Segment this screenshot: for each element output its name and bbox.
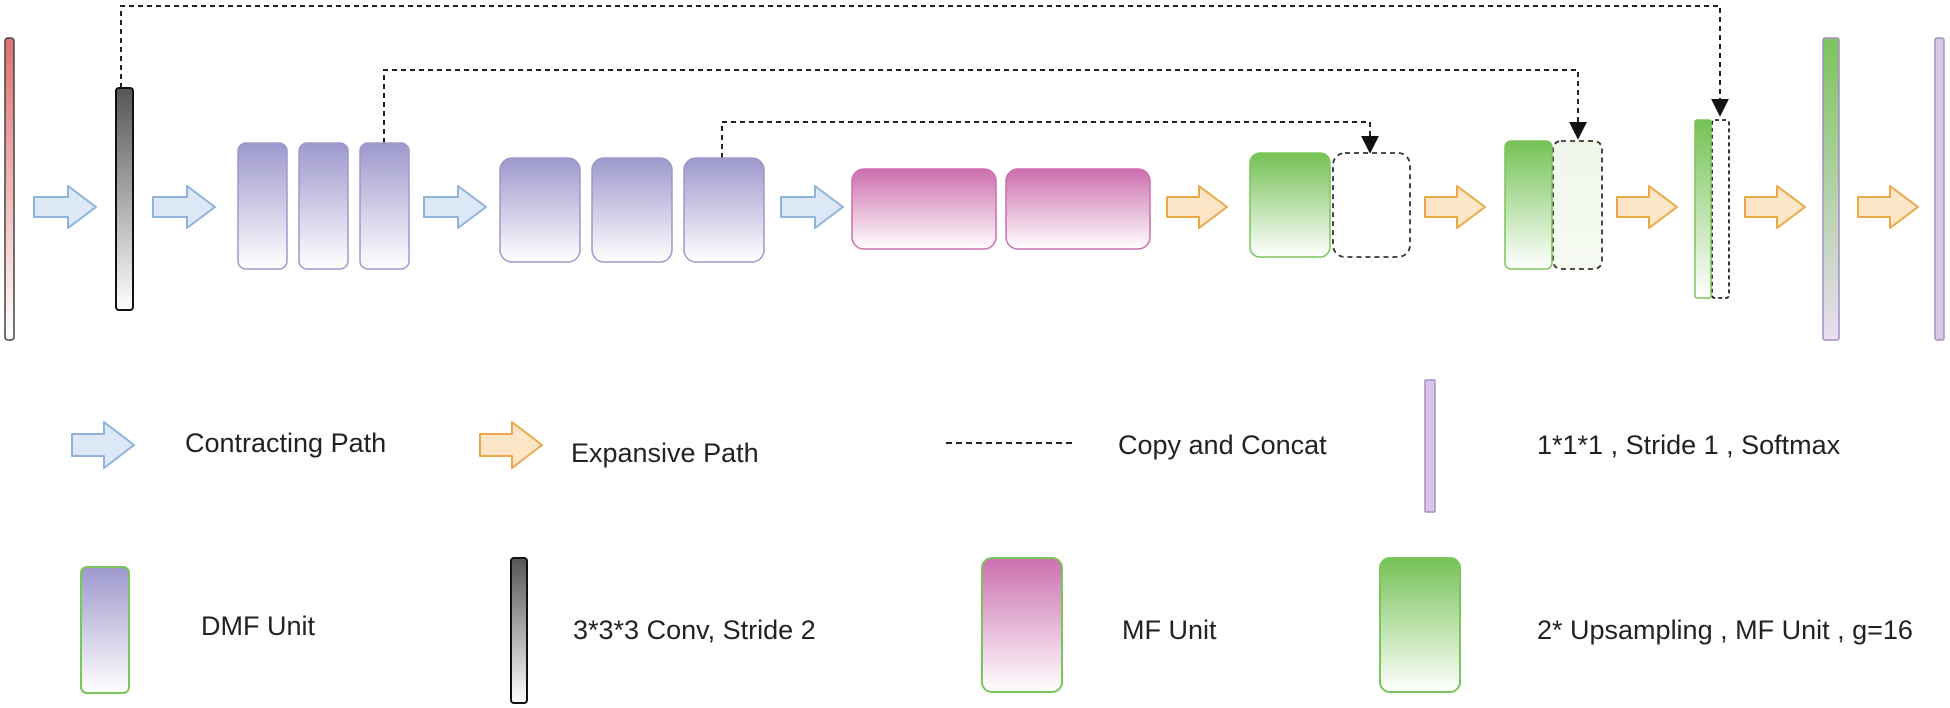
- skip-connection-2: [383, 69, 1587, 143]
- dmf-unit: [237, 142, 288, 270]
- contracting-arrow-icon: [423, 185, 487, 229]
- upsampling-unit: [1249, 152, 1331, 258]
- expansive-arrow-icon: [1166, 185, 1228, 229]
- dmf-unit: [683, 157, 765, 263]
- upsampling-unit: [1694, 119, 1712, 299]
- concat-placeholder: [1552, 140, 1603, 270]
- contracting-arrow-icon: [33, 185, 97, 229]
- legend-upsampling-unit-icon: [1379, 557, 1461, 693]
- expansive-arrows: [1166, 185, 1919, 229]
- expansive-arrow-icon: [1744, 185, 1806, 229]
- legend-softmax-label: 1*1*1 , Stride 1 , Softmax: [1537, 430, 1841, 460]
- skip-connection-3: [721, 121, 1379, 158]
- dmf-units-level-2: [499, 157, 765, 263]
- contracting-arrow-icon: [780, 185, 844, 229]
- legend-conv-block-icon: [510, 557, 528, 704]
- dmf-unit: [591, 157, 673, 263]
- legend-softmax-bar-icon: [1424, 379, 1436, 513]
- concat-placeholder: [1711, 119, 1730, 299]
- legend-mf-label: MF Unit: [1122, 615, 1217, 645]
- mf-units-bottleneck: [851, 168, 1151, 250]
- dmf-unit: [298, 142, 349, 270]
- legend-conv-label: 3*3*3 Conv, Stride 2: [573, 615, 816, 645]
- contracting-arrow-icon: [152, 185, 216, 229]
- skip-connection-1: [120, 5, 1729, 117]
- legend-contracting-label: Contracting Path: [185, 428, 387, 458]
- legend-expansive-arrow-icon: [479, 421, 543, 469]
- softmax-bar: [1934, 37, 1945, 341]
- copy-concat-connections: [120, 5, 1729, 158]
- legend-expansive-label: Expansive Path: [571, 438, 759, 468]
- upsampling-unit: [1504, 140, 1553, 270]
- dmf-units-level-1: [237, 142, 410, 270]
- expansive-arrow-icon: [1616, 185, 1678, 229]
- legend-dmf-unit-icon: [80, 566, 130, 694]
- dmf-unit: [499, 157, 581, 263]
- legend-contracting-arrow-icon: [71, 421, 135, 469]
- legend-upsampling-label: 2* Upsampling , MF Unit , g=16: [1537, 615, 1913, 645]
- legend-copy-label: Copy and Concat: [1118, 430, 1327, 460]
- input-bar: [4, 37, 15, 341]
- dmf-unit: [359, 142, 410, 270]
- mf-unit: [851, 168, 997, 250]
- legend-mf-unit-icon: [981, 557, 1063, 693]
- expansive-arrow-icon: [1857, 185, 1919, 229]
- legend-dmf-label: DMF Unit: [201, 611, 315, 641]
- concat-placeholder: [1332, 152, 1411, 258]
- output-layer-bar: [1822, 37, 1840, 341]
- contracting-arrows: [33, 185, 844, 229]
- mf-unit: [1005, 168, 1151, 250]
- expansive-arrow-icon: [1424, 185, 1486, 229]
- conv-stride2-block: [115, 87, 134, 311]
